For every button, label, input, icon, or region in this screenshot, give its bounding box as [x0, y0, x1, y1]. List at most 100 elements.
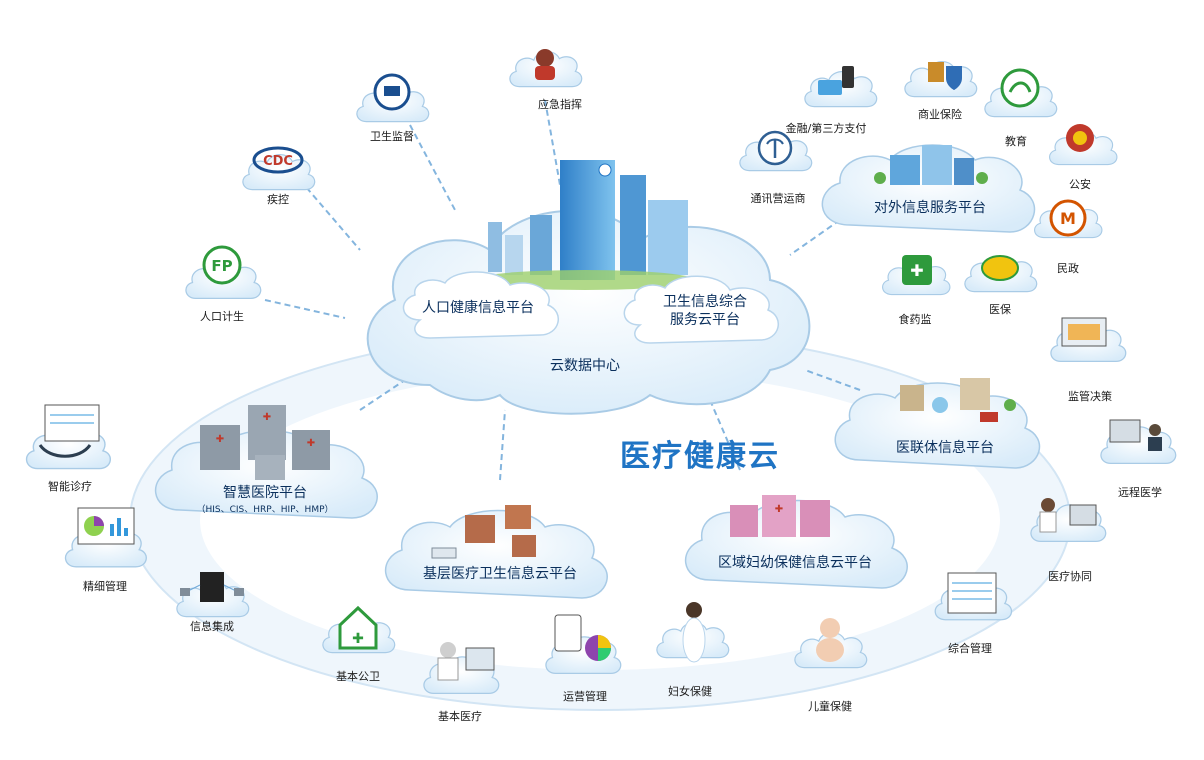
external-info-platform: 对外信息服务平台: [821, 144, 1036, 233]
node-operations: 运营管理: [545, 614, 622, 703]
node-fine-mgmt-label: 精细管理: [83, 579, 127, 593]
alliance-buildings-icon: [900, 378, 1016, 422]
tablet-pie-chart-icon: [554, 614, 611, 661]
svg-text:✚: ✚: [307, 438, 315, 449]
clinic-buildings-icon: [431, 505, 536, 559]
family-planning-logo-icon: FP: [202, 245, 242, 285]
node-medical-insurance: 医保: [964, 255, 1038, 316]
node-civil-affairs: M 民政: [1034, 199, 1103, 275]
satellite-nodes: 应急指挥 卫生监督 CDC 疾控 FP 人口: [25, 49, 1177, 723]
maternal-platform-label: 区域妇幼保健信息云平台: [718, 554, 872, 571]
public-health-house-cross: ✚: [352, 631, 364, 647]
node-health-supervision: 卫生监督: [356, 73, 430, 143]
node-finance-label: 金融/第三方支付: [786, 121, 867, 135]
dashboard-screen-icon: [947, 572, 997, 614]
node-info-integration: 信息集成: [176, 572, 250, 633]
node-telemedicine-label: 远程医学: [1118, 485, 1162, 499]
external-platform-buildings-icon: [874, 145, 988, 185]
arrow-supervision: [409, 124, 456, 211]
cdc-logo-icon: CDC: [252, 146, 304, 174]
smart-hospital-platform-label: 智慧医院平台: [223, 485, 307, 501]
node-women-care: 妇女保健: [656, 602, 730, 698]
node-commercial-insurance: 商业保险: [904, 60, 978, 121]
health-info-cloud-platform-label-line2: 服务云平台: [670, 312, 740, 328]
node-basic-public-health-label: 基本公卫: [336, 669, 380, 683]
svg-text:✚: ✚: [216, 434, 224, 445]
server-network-icon: [180, 572, 244, 602]
cloud-data-center-label: 云数据中心: [550, 358, 620, 374]
cdc-logo-text: CDC: [263, 154, 293, 169]
node-integrated-mgmt-label: 综合管理: [948, 641, 992, 655]
node-public-security-label: 公安: [1069, 177, 1091, 191]
node-emergency: 应急指挥: [509, 49, 583, 111]
node-education: 教育: [984, 68, 1058, 148]
health-info-cloud-platform-label-line1: 卫生信息综合: [663, 293, 747, 310]
call-center-operator-icon: [535, 49, 555, 80]
node-drug-admin-label: 食药监: [899, 312, 932, 326]
node-family-planning-label: 人口计生: [200, 309, 244, 323]
node-telecom-label: 通讯营运商: [751, 191, 806, 205]
node-commercial-insurance-label: 商业保险: [918, 107, 962, 121]
node-public-security: 公安: [1049, 124, 1118, 191]
bank-card-phone-icon: [818, 66, 854, 95]
svg-text:✚: ✚: [775, 504, 783, 515]
pregnant-woman-icon: [682, 602, 706, 663]
data-center-buildings-icon: [475, 160, 695, 290]
grassroots-platform: 基层医疗卫生信息云平台: [385, 505, 608, 599]
node-regulation-label: 监管决策: [1068, 389, 1112, 403]
arrow-family-planning: [264, 299, 346, 319]
node-collaboration-label: 医疗协同: [1048, 569, 1092, 583]
node-cdc-label: 疾控: [267, 192, 289, 206]
drug-admin-logo-icon: ✚: [902, 255, 932, 285]
node-finance: 金融/第三方支付: [786, 66, 878, 135]
medical-alliance-platform: 医联体信息平台: [834, 378, 1041, 469]
node-operations-label: 运营管理: [563, 689, 607, 703]
baby-icon: [816, 618, 844, 662]
insurance-shield-icon: [928, 62, 962, 90]
node-basic-medical-label: 基本医疗: [438, 709, 482, 723]
node-fine-mgmt: 精细管理: [64, 507, 147, 593]
node-medical-insurance-label: 医保: [989, 302, 1011, 316]
medical-alliance-platform-label: 医联体信息平台: [896, 439, 994, 456]
node-smart-diagnosis-label: 智能诊疗: [48, 479, 92, 493]
node-cdc: CDC 疾控: [242, 146, 316, 206]
node-civil-affairs-label: 民政: [1057, 261, 1079, 275]
education-emblem-icon: [1000, 68, 1040, 108]
arrow-emergency: [544, 99, 561, 186]
civil-affairs-logo-icon: M: [1049, 199, 1087, 237]
node-basic-public-health: ✚ 基本公卫: [322, 605, 396, 683]
node-basic-medical: 基本医疗: [423, 642, 500, 723]
node-health-supervision-label: 卫生监督: [370, 129, 414, 143]
arrow-grassroots: [499, 409, 506, 481]
doctors-collaboration-icon: [1039, 498, 1097, 533]
chart-monitor-icon: [1061, 317, 1107, 347]
maternal-platform: ✚ 区域妇幼保健信息云平台: [685, 495, 908, 589]
central-cloud: 人口健康信息平台 卫生信息综合 服务云平台 云数据中心: [366, 160, 811, 415]
arrow-external: [789, 219, 841, 256]
medical-insurance-logo-icon: [981, 255, 1019, 281]
node-telecom: 通讯营运商: [739, 130, 813, 205]
analytics-monitor-icon: [77, 507, 135, 545]
civil-affairs-logo-glyph: M: [1060, 209, 1076, 228]
population-health-platform-label: 人口健康信息平台: [422, 299, 534, 316]
doctor-computer-icon: [437, 642, 495, 681]
external-info-platform-label: 对外信息服务平台: [874, 199, 986, 216]
node-info-integration-label: 信息集成: [190, 619, 234, 633]
node-smart-diagnosis: 智能诊疗: [25, 404, 112, 493]
smart-hospital-platform: ✚ ✚ ✚ 智慧医院平台 （HIS、CIS、HRP、HIP、HMP）: [155, 405, 378, 519]
main-title: 医疗健康云: [620, 439, 780, 474]
arrow-maternal: [709, 399, 741, 471]
public-health-house-icon: ✚: [338, 605, 378, 650]
node-collaboration: 医疗协同: [1030, 498, 1107, 583]
maternal-hospital-buildings-icon: ✚: [730, 495, 830, 537]
node-women-care-label: 妇女保健: [668, 684, 712, 698]
node-education-label: 教育: [1005, 134, 1027, 148]
family-planning-logo-text: FP: [211, 257, 232, 275]
signal-tower-icon: [757, 130, 793, 166]
police-badge-icon: [1066, 124, 1094, 152]
node-child-care-label: 儿童保健: [808, 699, 852, 713]
stethoscope-monitor-icon: [38, 404, 100, 458]
node-integrated-mgmt: 综合管理: [934, 572, 1013, 655]
